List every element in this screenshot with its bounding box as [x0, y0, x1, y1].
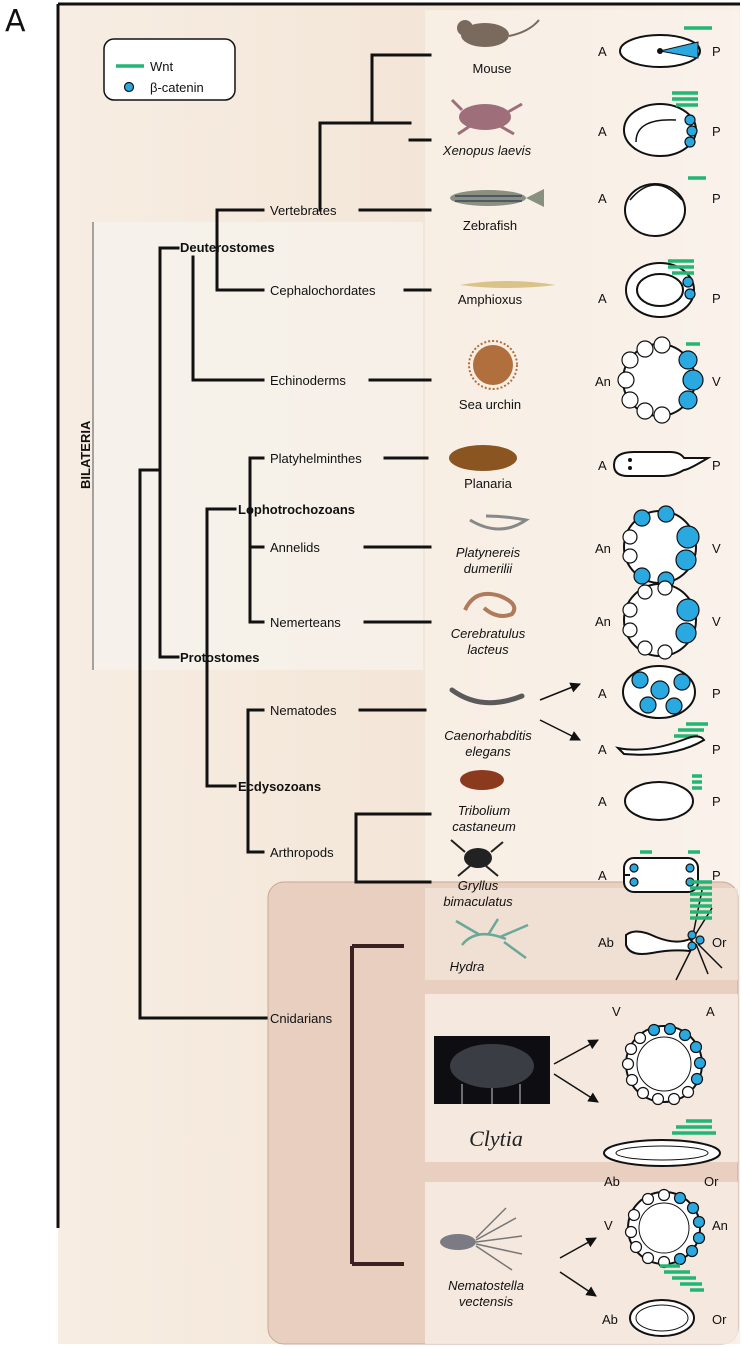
- gryllus-axis-p: P: [712, 868, 721, 883]
- clytia-axis-ab: Ab: [604, 1174, 620, 1189]
- planaria-image: [449, 445, 517, 471]
- clytia-axis-or: Or: [704, 1174, 719, 1189]
- gryllus-label-1: Gryllus: [458, 878, 499, 893]
- gryllus-label-2: bimaculatus: [443, 894, 513, 909]
- mouse-axis-a: A: [598, 44, 607, 59]
- cerebratulus-axis-an: An: [595, 614, 611, 629]
- tribolium-label-1: Tribolium: [458, 803, 511, 818]
- legend-wnt-label: Wnt: [150, 59, 174, 74]
- amphioxus-axis-p: P: [712, 291, 721, 306]
- cnidarians-label: Cnidarians: [270, 1011, 333, 1026]
- hydra-axis-or: Or: [712, 935, 727, 950]
- cerebratulus-axis-v: V: [712, 614, 721, 629]
- platynereis-label-2: dumerilii: [464, 561, 514, 576]
- gryllus-axis-a: A: [598, 868, 607, 883]
- cephalochordates-label: Cephalochordates: [270, 283, 376, 298]
- planaria-axis-p: P: [712, 458, 721, 473]
- deuterostomes-label: Deuterostomes: [180, 240, 275, 255]
- mouse-axis-p: P: [712, 44, 721, 59]
- bilateria-label: BILATERIA: [78, 420, 93, 489]
- clytia-axis-a: A: [706, 1004, 715, 1019]
- xenopus-label: Xenopus laevis: [442, 143, 532, 158]
- hydra-label: Hydra: [450, 959, 485, 974]
- echinoderms-label: Echinoderms: [270, 373, 346, 388]
- zebrafish-axis-p: P: [712, 191, 721, 206]
- amphioxus-axis-a: A: [598, 291, 607, 306]
- zebrafish-label: Zebrafish: [463, 218, 517, 233]
- lophotrochozoans-label: Lophotrochozoans: [238, 502, 355, 517]
- xenopus-axis-p: P: [712, 124, 721, 139]
- caenorhabditis-axis-p-2: P: [712, 742, 721, 757]
- sea-urchin-axis-v: V: [712, 374, 721, 389]
- legend: Wnt β-catenin: [104, 39, 235, 100]
- cerebratulus-label-2: lacteus: [467, 642, 509, 657]
- arthropods-label: Arthropods: [270, 845, 334, 860]
- nematodes-label: Nematodes: [270, 703, 337, 718]
- hydra-axis-ab: Ab: [598, 935, 614, 950]
- caenorhabditis-label-1: Caenorhabditis: [444, 728, 532, 743]
- caenorhabditis-axis-a-1: A: [598, 686, 607, 701]
- sea-urchin-axis-an: An: [595, 374, 611, 389]
- clytia-axis-v: V: [612, 1004, 621, 1019]
- ecdysozoans-label: Ecdysozoans: [238, 779, 321, 794]
- caenorhabditis-axis-a-2: A: [598, 742, 607, 757]
- nemerteans-label: Nemerteans: [270, 615, 341, 630]
- vertebrates-label: Vertebrates: [270, 203, 337, 218]
- xenopus-axis-a: A: [598, 124, 607, 139]
- cerebratulus-label-1: Cerebratulus: [451, 626, 526, 641]
- clytia-label: Clytia: [469, 1126, 523, 1151]
- platynereis-label-1: Platynereis: [456, 545, 521, 560]
- tribolium-label-2: castaneum: [452, 819, 516, 834]
- legend-bcatenin-label: β-catenin: [150, 80, 204, 95]
- nematostella-axis-v: V: [604, 1218, 613, 1233]
- nematostella-axis-ab: Ab: [602, 1312, 618, 1327]
- caenorhabditis-label-2: elegans: [465, 744, 511, 759]
- clytia-image: [434, 1036, 550, 1104]
- sea-urchin-label: Sea urchin: [459, 397, 521, 412]
- planaria-axis-a: A: [598, 458, 607, 473]
- nematostella-label-1: Nematostella: [448, 1278, 524, 1293]
- amphioxus-label: Amphioxus: [458, 292, 523, 307]
- protostomes-label: Protostomes: [180, 650, 259, 665]
- tribolium-axis-p: P: [712, 794, 721, 809]
- platynereis-axis-v: V: [712, 541, 721, 556]
- nematostella-axis-an: An: [712, 1218, 728, 1233]
- planaria-label: Planaria: [464, 476, 512, 491]
- tribolium-axis-a: A: [598, 794, 607, 809]
- mouse-label: Mouse: [472, 61, 511, 76]
- nematostella-label-2: vectensis: [459, 1294, 514, 1309]
- caenorhabditis-axis-p-1: P: [712, 686, 721, 701]
- nematostella-axis-or: Or: [712, 1312, 727, 1327]
- platyhelminthes-label: Platyhelminthes: [270, 451, 362, 466]
- legend-bcatenin-swatch: [125, 83, 134, 92]
- zebrafish-axis-a: A: [598, 191, 607, 206]
- annelids-label: Annelids: [270, 540, 320, 555]
- platynereis-axis-an: An: [595, 541, 611, 556]
- tribolium-image: [460, 770, 504, 790]
